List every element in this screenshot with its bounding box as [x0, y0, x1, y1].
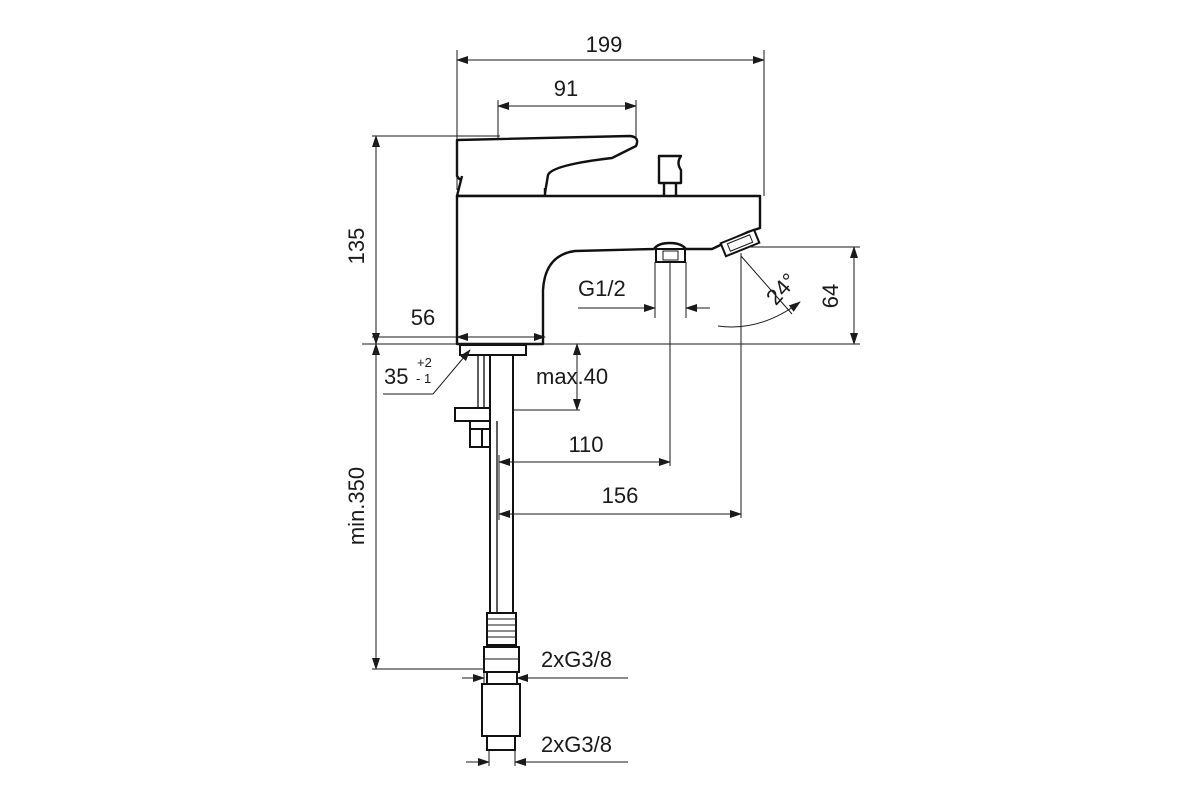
label-height: 135	[344, 228, 369, 265]
label-thread-upper: 2xG3/8	[541, 647, 612, 672]
supply-hoses	[481, 354, 521, 751]
label-tolerance-nominal: 35	[384, 364, 408, 389]
main-body	[455, 194, 762, 346]
label-tolerance-minus: - 1	[416, 371, 431, 386]
angled-outlet	[719, 228, 761, 258]
label-reach-156: 156	[602, 483, 639, 508]
label-overall-width: 199	[586, 32, 623, 57]
label-spout-height: 64	[818, 284, 843, 308]
label-lever-width: 91	[554, 76, 578, 101]
label-hose-length: min.350	[344, 467, 369, 545]
popup-rod	[657, 154, 683, 185]
dimension-labels: 199 91 135 56 35 +2 - 1 max.40 G1/2 24° …	[344, 32, 843, 757]
label-max-deck: max.40	[536, 364, 608, 389]
label-reach-110: 110	[568, 432, 603, 457]
label-thread-spout: G1/2	[578, 276, 626, 301]
faucet-body	[455, 134, 762, 346]
label-thread-lower: 2xG3/8	[541, 732, 612, 757]
label-base-width: 56	[411, 305, 435, 330]
extension-lines	[362, 50, 860, 766]
dimension-lines	[372, 56, 858, 766]
label-tolerance-plus: +2	[417, 355, 432, 370]
aerator-nozzle	[655, 248, 686, 263]
label-spout-angle: 24°	[761, 268, 802, 309]
